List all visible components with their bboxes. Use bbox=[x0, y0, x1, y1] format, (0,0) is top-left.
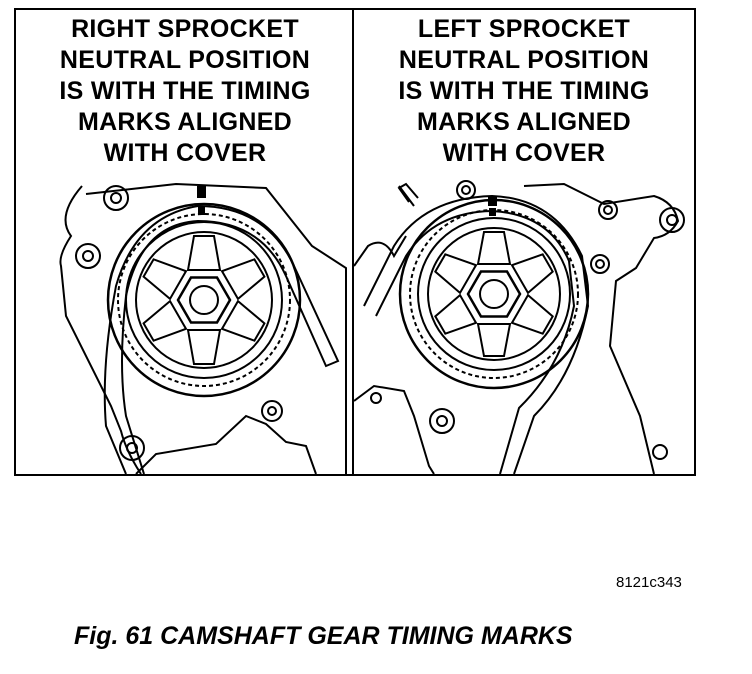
left-boss-lower-right bbox=[652, 444, 668, 460]
left-title-line-4: MARKS ALIGNED bbox=[416, 108, 632, 136]
right-title-line-5: WITH COVER bbox=[103, 139, 267, 167]
left-boss-top-right bbox=[598, 200, 618, 220]
figure-caption: Fig. 61 CAMSHAFT GEAR TIMING MARKS bbox=[74, 622, 573, 650]
left-title-line-2: NEUTRAL POSITION bbox=[398, 46, 650, 74]
right-boss-bottom-left bbox=[119, 435, 145, 461]
right-panel-title: RIGHT SPROCKET NEUTRAL POSITION IS WITH … bbox=[16, 14, 354, 169]
left-sprocket bbox=[398, 198, 590, 390]
right-title-line-1: RIGHT SPROCKET bbox=[71, 15, 299, 43]
right-timing-belt bbox=[103, 204, 340, 474]
right-sprocket-drawing bbox=[59, 182, 347, 474]
left-timing-belt bbox=[363, 194, 590, 474]
right-boss-bottom bbox=[261, 400, 283, 422]
right-title-line-2: NEUTRAL POSITION bbox=[59, 46, 311, 74]
right-boss-top-left bbox=[103, 185, 129, 211]
left-sprocket-drawing bbox=[354, 180, 685, 474]
right-sprocket-timing-mark bbox=[198, 207, 205, 215]
left-cover-timing-mark bbox=[488, 196, 497, 206]
right-cover-timing-mark bbox=[197, 186, 206, 198]
left-title-line-1: LEFT SPROCKET bbox=[417, 15, 631, 43]
left-panel-title: LEFT SPROCKET NEUTRAL POSITION IS WITH T… bbox=[355, 14, 693, 169]
figure-reference-code: 8121c343 bbox=[616, 574, 682, 591]
left-title-line-5: WITH COVER bbox=[442, 139, 606, 167]
right-sprocket bbox=[106, 202, 302, 398]
left-boss-bottom bbox=[429, 408, 455, 434]
left-cover-outline bbox=[354, 182, 680, 474]
right-boss-left bbox=[75, 243, 101, 269]
left-boss-right bbox=[590, 254, 610, 274]
left-title-line-3: IS WITH THE TIMING bbox=[398, 77, 650, 105]
left-boss-top bbox=[456, 180, 476, 200]
panel-divider bbox=[352, 8, 354, 476]
right-title-line-4: MARKS ALIGNED bbox=[77, 108, 293, 136]
figure-frame bbox=[14, 8, 696, 476]
left-boss-lower-left bbox=[370, 392, 382, 404]
left-boss-far-right bbox=[659, 207, 685, 233]
right-title-line-3: IS WITH THE TIMING bbox=[59, 77, 311, 105]
left-sprocket-timing-mark bbox=[489, 208, 496, 216]
